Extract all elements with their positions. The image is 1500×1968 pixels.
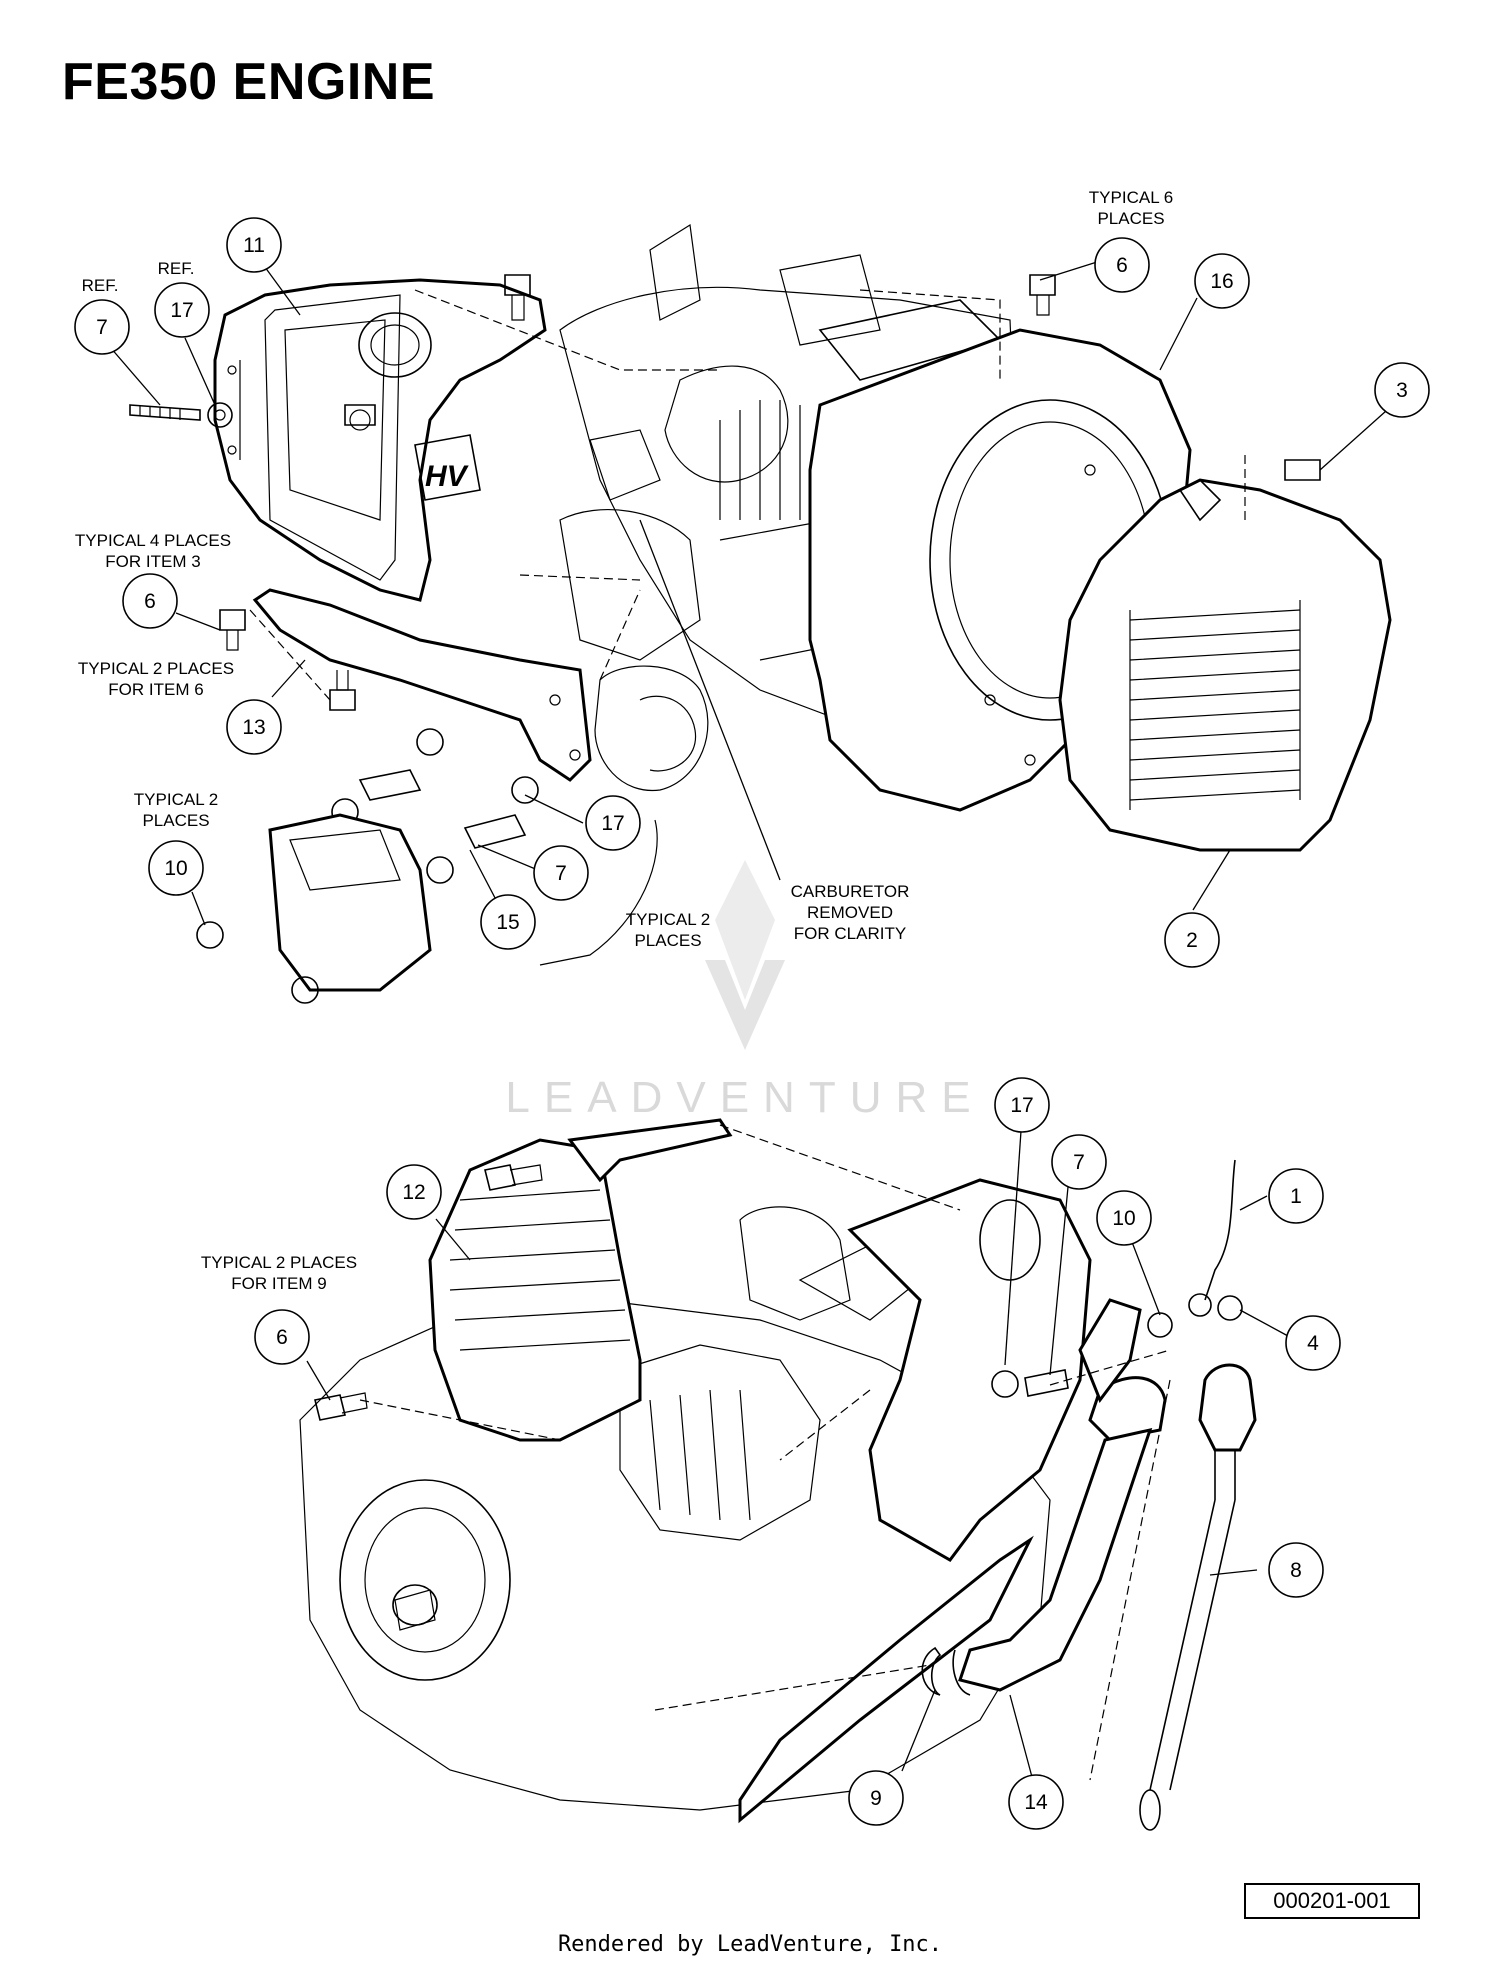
note-typical-4-line1: TYPICAL 4 PLACES [75,531,231,550]
note-typical-6-line2: PLACES [1097,209,1164,228]
callout-2: 2 [1164,912,1220,968]
callout-11: 11 [226,217,282,273]
note-carb-line1: CARBURETOR [791,882,910,901]
callout-4: 4 [1285,1315,1341,1371]
annotation-notes: REF. REF. TYPICAL 4 PLACES FOR ITEM 3 TY… [75,188,1173,1293]
svg-text:15: 15 [496,911,519,934]
svg-text:16: 16 [1210,270,1233,293]
note-typical-2-mid-line1: TYPICAL 2 [626,910,710,929]
note-typical-2-item6-line2: FOR ITEM 6 [108,680,203,699]
svg-text:1: 1 [1290,1185,1302,1208]
callout-6a: 6 [122,573,178,629]
ignition-module [268,813,432,992]
svg-text:HV: HV [425,460,470,493]
watermark-text: LEADVENTURE [505,1073,984,1122]
callout-17c: 17 [994,1077,1050,1133]
callout-8: 8 [1268,1542,1324,1598]
svg-text:14: 14 [1024,1791,1048,1814]
note-typical-2-left-line1: TYPICAL 2 [134,790,218,809]
part-2-recoil-starter [1058,478,1392,852]
svg-text:7: 7 [1073,1151,1085,1174]
callout-7c: 7 [1051,1134,1107,1190]
callout-17a: 17 [154,282,210,338]
bottom-engine-assembly [299,1118,1257,1831]
callout-17b: 17 [585,795,641,851]
svg-text:7: 7 [555,862,567,885]
callout-14: 14 [1008,1774,1064,1830]
callout-15: 15 [480,894,536,950]
svg-text:2: 2 [1186,929,1198,952]
note-typical-2-mid-line2: PLACES [634,931,701,950]
svg-text:10: 10 [164,857,187,880]
note-typical-2-item6-line1: TYPICAL 2 PLACES [78,659,234,678]
callout-9: 9 [848,1770,904,1826]
note-ref-17: REF. [158,259,195,278]
ground-bracket [1078,1298,1142,1404]
drawing-number: 000201-001 [1244,1883,1420,1919]
callout-13: 13 [226,699,282,755]
svg-text:13: 13 [242,716,265,739]
leader-lines [109,261,1387,1778]
lower-chute [738,1535,1034,1824]
top-engine-assembly: HV [129,223,1392,1004]
note-carb-line3: FOR CLARITY [794,924,906,943]
callout-1: 1 [1268,1168,1324,1224]
note-ref-7: REF. [82,276,119,295]
part-12-bracket [567,1118,733,1183]
svg-text:10: 10 [1112,1207,1135,1230]
right-air-baffle [847,1178,1092,1562]
svg-text:4: 4 [1307,1332,1319,1355]
svg-text:11: 11 [243,234,265,257]
note-typical-2-item9-line1: TYPICAL 2 PLACES [201,1253,357,1272]
callout-16: 16 [1194,253,1250,309]
svg-text:8: 8 [1290,1559,1302,1582]
callout-10b: 10 [1096,1190,1152,1246]
render-credit: Rendered by LeadVenture, Inc. [557,1932,943,1957]
callout-7b: 7 [533,845,589,901]
bottom-hardware [314,1164,1243,1421]
svg-text:6: 6 [1116,254,1128,277]
svg-text:17: 17 [1010,1094,1033,1117]
note-typical-2-left-line2: PLACES [142,811,209,830]
page-title: FE350 ENGINE [62,53,436,111]
callout-3: 3 [1374,362,1430,418]
part-11-rocker-cover [213,278,547,602]
watermark: LEADVENTURE [505,860,984,1122]
note-typical-4-line2: FOR ITEM 3 [105,552,200,571]
part-1-ground-wire [1204,1159,1236,1301]
callout-7a: 7 [74,299,130,355]
svg-text:6: 6 [144,590,156,613]
svg-text:3: 3 [1396,379,1408,402]
svg-text:7: 7 [96,316,108,339]
part-8-dipstick-cap [1198,1363,1257,1452]
callout-6c: 6 [254,1309,310,1365]
part-12-cylinder-shroud [428,1138,642,1442]
part-13-baffle [252,588,592,782]
note-typical-2-item9-line2: FOR ITEM 9 [231,1274,326,1293]
svg-text:9: 9 [870,1787,882,1810]
note-carb-line2: REMOVED [807,903,893,922]
svg-text:6: 6 [276,1326,288,1349]
note-typical-6-line1: TYPICAL 6 [1089,188,1173,207]
callout-6b: 6 [1094,237,1150,293]
svg-text:17: 17 [170,299,193,322]
callout-12: 12 [386,1164,442,1220]
svg-text:17: 17 [601,812,624,835]
callout-10a: 10 [148,840,204,896]
part-9-o-ring [921,1646,942,1696]
starter-grille [1129,600,1301,810]
svg-text:12: 12 [402,1181,425,1204]
